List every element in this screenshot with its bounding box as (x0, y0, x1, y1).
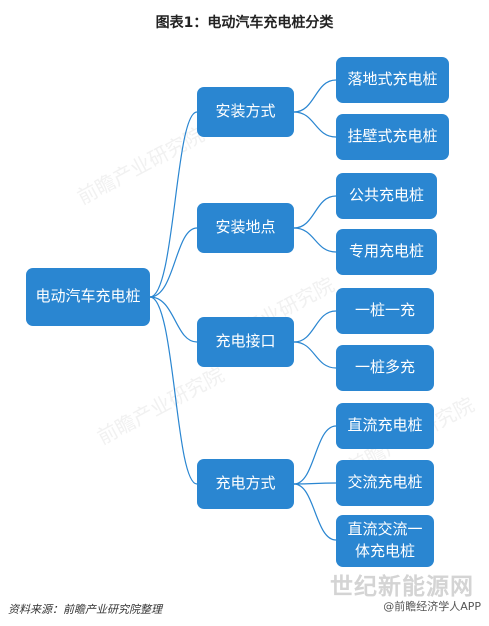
leaf-dc-charger: 直流充电桩 (336, 403, 434, 449)
leaf-one-pile-one-charge: 一桩一充 (336, 288, 434, 334)
leaf-dc-ac-integrated-charger: 直流交流一体充电桩 (336, 515, 434, 567)
connector-root-charging-method (149, 296, 198, 485)
connector-install-method-floor (293, 79, 337, 113)
leaf-ac-charger: 交流充电桩 (336, 460, 434, 506)
connector-charging-dc (293, 425, 337, 485)
connector-charging-ac (293, 482, 337, 485)
leaf-private-charger: 专用充电桩 (336, 229, 437, 275)
connector-interface-single (293, 310, 337, 343)
category-charging-method: 充电方式 (197, 459, 294, 509)
source-note: 资料来源：前瞻产业研究院整理 (8, 603, 162, 616)
leaf-floor-charger: 落地式充电桩 (336, 57, 449, 103)
category-install-location: 安装地点 (197, 203, 294, 253)
connector-interface-multi (293, 341, 337, 369)
connector-root-install-location (149, 227, 198, 298)
watermark-site: 世纪新能源网 (330, 574, 474, 600)
watermark-app: @前瞻经济学人APP (383, 600, 481, 613)
category-charging-interface: 充电接口 (197, 317, 294, 367)
category-install-method: 安装方式 (197, 87, 294, 137)
connector-root-interface (149, 296, 198, 343)
leaf-wall-charger: 挂壁式充电桩 (336, 114, 449, 160)
connector-root-install-method (149, 111, 198, 298)
connector-install-method-wall (293, 111, 337, 138)
figure-title: 图表1：电动汽车充电桩分类 (155, 15, 334, 31)
connector-install-location-public (293, 195, 337, 229)
leaf-dc-ac-integrated-label: 直流交流一体充电桩 (347, 520, 423, 560)
connector-install-location-private (293, 227, 337, 253)
connector-charging-dcac (293, 483, 337, 541)
root-node: 电动汽车充电桩 (26, 268, 150, 326)
leaf-public-charger: 公共充电桩 (336, 173, 437, 219)
leaf-one-pile-multi-charge: 一桩多充 (336, 345, 434, 391)
